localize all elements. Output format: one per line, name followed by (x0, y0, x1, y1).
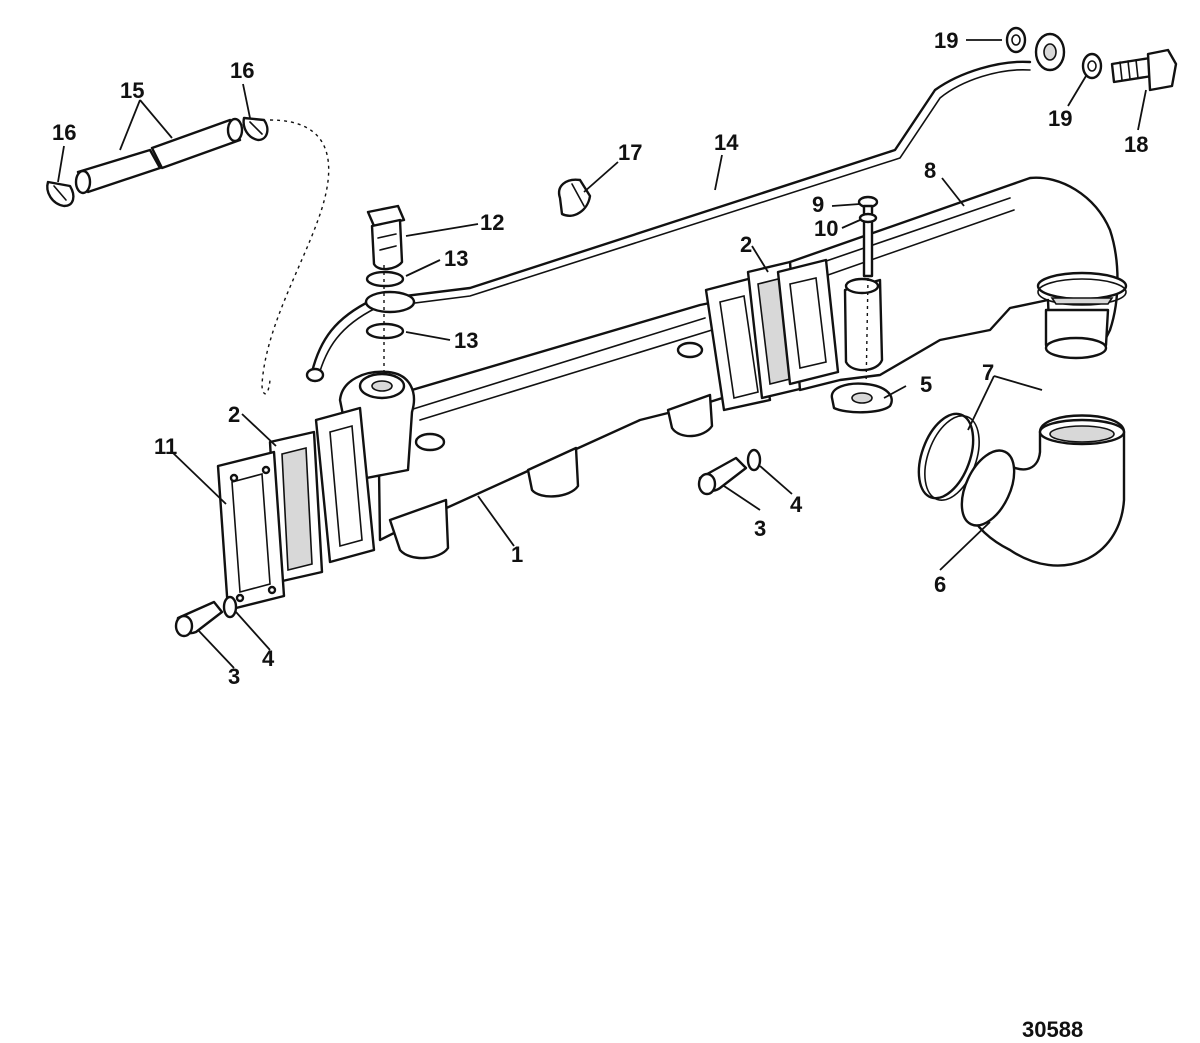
callout-hose-clamp: 7 (982, 360, 994, 385)
hose-clamp-upper (1036, 271, 1128, 306)
callout-washer-right: 4 (790, 492, 803, 517)
end-plate (216, 450, 286, 612)
water-line-tube (305, 60, 1032, 383)
callout-washer-small: 10 (814, 216, 838, 241)
washer-right (746, 448, 762, 472)
fitting-washer-top (1005, 26, 1027, 54)
line-clip (557, 178, 592, 217)
gasket-left (268, 430, 324, 584)
fitting-washer-bottom (1081, 52, 1103, 80)
callout-fitting-washer-top: 19 (934, 28, 958, 53)
hose-clamp-left (46, 180, 75, 208)
screw-right (697, 456, 748, 496)
callout-water-line: 14 (714, 130, 739, 155)
callout-clamp-plate: 5 (920, 372, 932, 397)
callout-screw-left: 3 (228, 664, 240, 689)
sealing-washer-top (365, 270, 405, 288)
callout-end-plate: 11 (154, 434, 177, 459)
callout-elbow: 6 (934, 572, 946, 597)
callout-clamp-left: 16 (52, 120, 76, 145)
callout-banjo-bolt: 12 (480, 210, 504, 235)
hose-clamp-right (242, 116, 269, 142)
callout-gasket-left: 2 (228, 402, 240, 427)
banjo-bolt (366, 204, 406, 271)
hose (74, 117, 244, 195)
callout-elbow-manifold: 8 (924, 158, 936, 183)
rubber-elbow (960, 414, 1126, 567)
callout-fitting-washer-bottom: 19 (1048, 106, 1072, 131)
washer-left (222, 595, 238, 619)
clamp-plate (830, 382, 893, 414)
hose-clamp-lower (917, 412, 980, 501)
callout-bolt: 9 (812, 192, 824, 217)
figure-number: 30588 (1022, 1017, 1083, 1042)
banjo-fitting-end (1034, 32, 1066, 72)
exhaust-manifold (314, 276, 782, 564)
washer-small (858, 212, 878, 224)
elbow-manifold (776, 176, 1119, 392)
banjo-fitting (364, 290, 416, 314)
sealing-washer-bottom (365, 322, 405, 340)
fitting-bolt (1110, 48, 1178, 92)
screw-left (174, 600, 224, 638)
callout-fitting-bolt: 18 (1124, 132, 1148, 157)
bolt (857, 195, 879, 278)
callout-clip: 17 (618, 140, 642, 165)
leader-lines (57, 39, 1147, 669)
callout-washer-left: 4 (262, 646, 275, 671)
callout-clamp-right: 16 (230, 58, 254, 83)
callout-screw-right: 3 (754, 516, 766, 541)
callout-gasket-right: 2 (740, 232, 752, 257)
callout-manifold: 1 (511, 542, 523, 567)
callout-sealing-washer-bottom: 13 (454, 328, 478, 353)
callout-sealing-washer-top: 13 (444, 246, 468, 271)
callout-hose: 15 (120, 78, 144, 103)
